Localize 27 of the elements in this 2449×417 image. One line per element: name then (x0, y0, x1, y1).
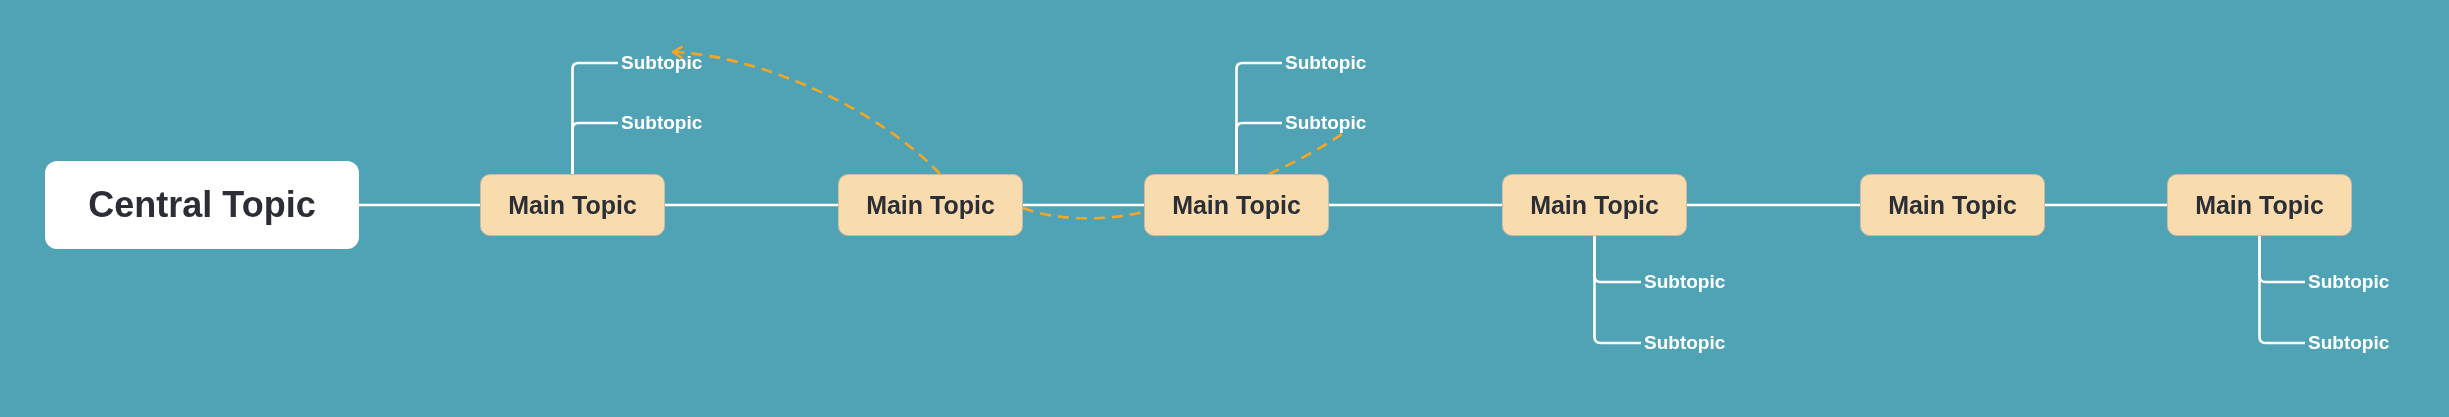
dashed-connector-line (1268, 132, 1343, 176)
connector-line (359, 203, 480, 207)
connector-line (1687, 203, 1860, 207)
subtopic-label: Subtopic (618, 112, 706, 134)
connector-line (1023, 203, 1144, 207)
subtopic-label: Subtopic (2305, 271, 2393, 293)
main-topic-box: Main Topic (480, 174, 665, 236)
subtopic-label: Subtopic (1282, 112, 1370, 134)
main-topic-box: Main Topic (1502, 174, 1687, 236)
dashed-arrow (671, 46, 941, 175)
connector-line (665, 203, 838, 207)
subtopic-label: Subtopic (1282, 52, 1370, 74)
connector-line (2045, 203, 2167, 207)
main-topic-box: Main Topic (1144, 174, 1329, 236)
connector-line (2258, 236, 2305, 345)
subtopic-label: Subtopic (618, 52, 706, 74)
main-topic-box: Main Topic (1860, 174, 2045, 236)
subtopic-label: Subtopic (2305, 332, 2393, 354)
central-topic-box: Central Topic (45, 161, 359, 249)
main-topic-box: Main Topic (2167, 174, 2352, 236)
subtopic-label: Subtopic (1641, 332, 1729, 354)
connector-line (1593, 236, 1641, 345)
subtopic-label: Subtopic (1641, 271, 1729, 293)
connector-line (571, 121, 618, 174)
connector-line (1235, 121, 1282, 174)
main-topic-box: Main Topic (838, 174, 1023, 236)
connector-line (1329, 203, 1502, 207)
